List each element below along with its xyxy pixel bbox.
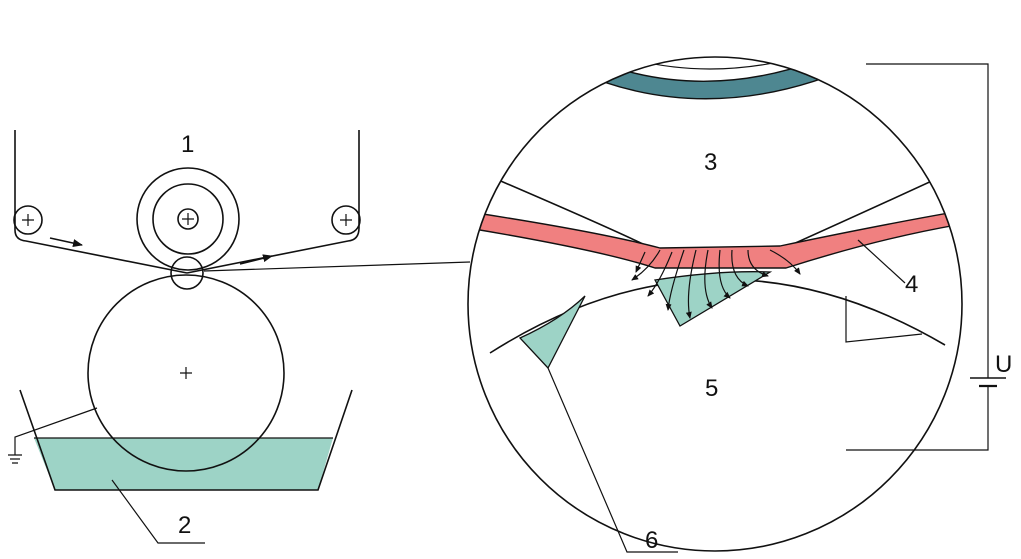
nip-roller <box>170 256 204 290</box>
liquid-film <box>518 295 586 370</box>
label-voltage: U <box>995 351 1012 378</box>
leader-4 <box>857 239 906 284</box>
press-roller-assembly <box>136 167 240 290</box>
ground-symbol-icon <box>8 454 22 464</box>
applicator-roll-circle <box>87 274 285 472</box>
ground-connection <box>8 407 98 464</box>
web-arrow-left-icon <box>49 237 83 247</box>
zoom-circle <box>467 56 963 552</box>
press-roller-axle-icon <box>177 208 199 230</box>
upper-roll-inner-arc <box>577 57 853 70</box>
web-left <box>14 130 188 274</box>
applicator-roll <box>87 274 285 472</box>
guide-roller-right <box>331 205 361 235</box>
label-web: 4 <box>905 271 918 298</box>
web-arrow-right-icon <box>239 254 273 265</box>
label-upper-roll: 3 <box>704 149 717 176</box>
trough-liquid <box>34 438 333 490</box>
center-mark-icon <box>180 367 192 379</box>
label-trough: 2 <box>178 512 191 539</box>
leader-6 <box>547 367 678 553</box>
web-right <box>186 130 360 274</box>
guide-roller-left-plus-icon <box>22 214 34 226</box>
angle-marker <box>845 296 923 343</box>
zoom-detail <box>467 56 963 552</box>
trough-group <box>19 389 353 491</box>
circuit-upper-lead <box>866 63 989 378</box>
upper-roll-band <box>558 57 868 100</box>
nip-liquid <box>653 271 773 327</box>
web-band <box>468 210 962 269</box>
web-path <box>13 130 361 274</box>
leader-2 <box>111 479 205 544</box>
press-roller-middle <box>152 183 224 255</box>
press-roller-outer <box>136 167 240 271</box>
zoom-connector-line <box>203 261 471 272</box>
label-press-roller: 1 <box>181 131 194 158</box>
voltage-circuit <box>846 63 1006 451</box>
trough-walls <box>19 389 353 491</box>
circuit-lower-lead <box>846 386 989 451</box>
label-liquid-film: 6 <box>645 527 658 554</box>
ground-lead <box>14 407 98 455</box>
label-lower-roll: 5 <box>705 375 718 402</box>
field-lines <box>631 249 801 319</box>
guide-roller-right-plus-icon <box>340 214 352 226</box>
press-roller-plus-icon <box>182 213 194 225</box>
guide-roller-left <box>13 205 43 235</box>
